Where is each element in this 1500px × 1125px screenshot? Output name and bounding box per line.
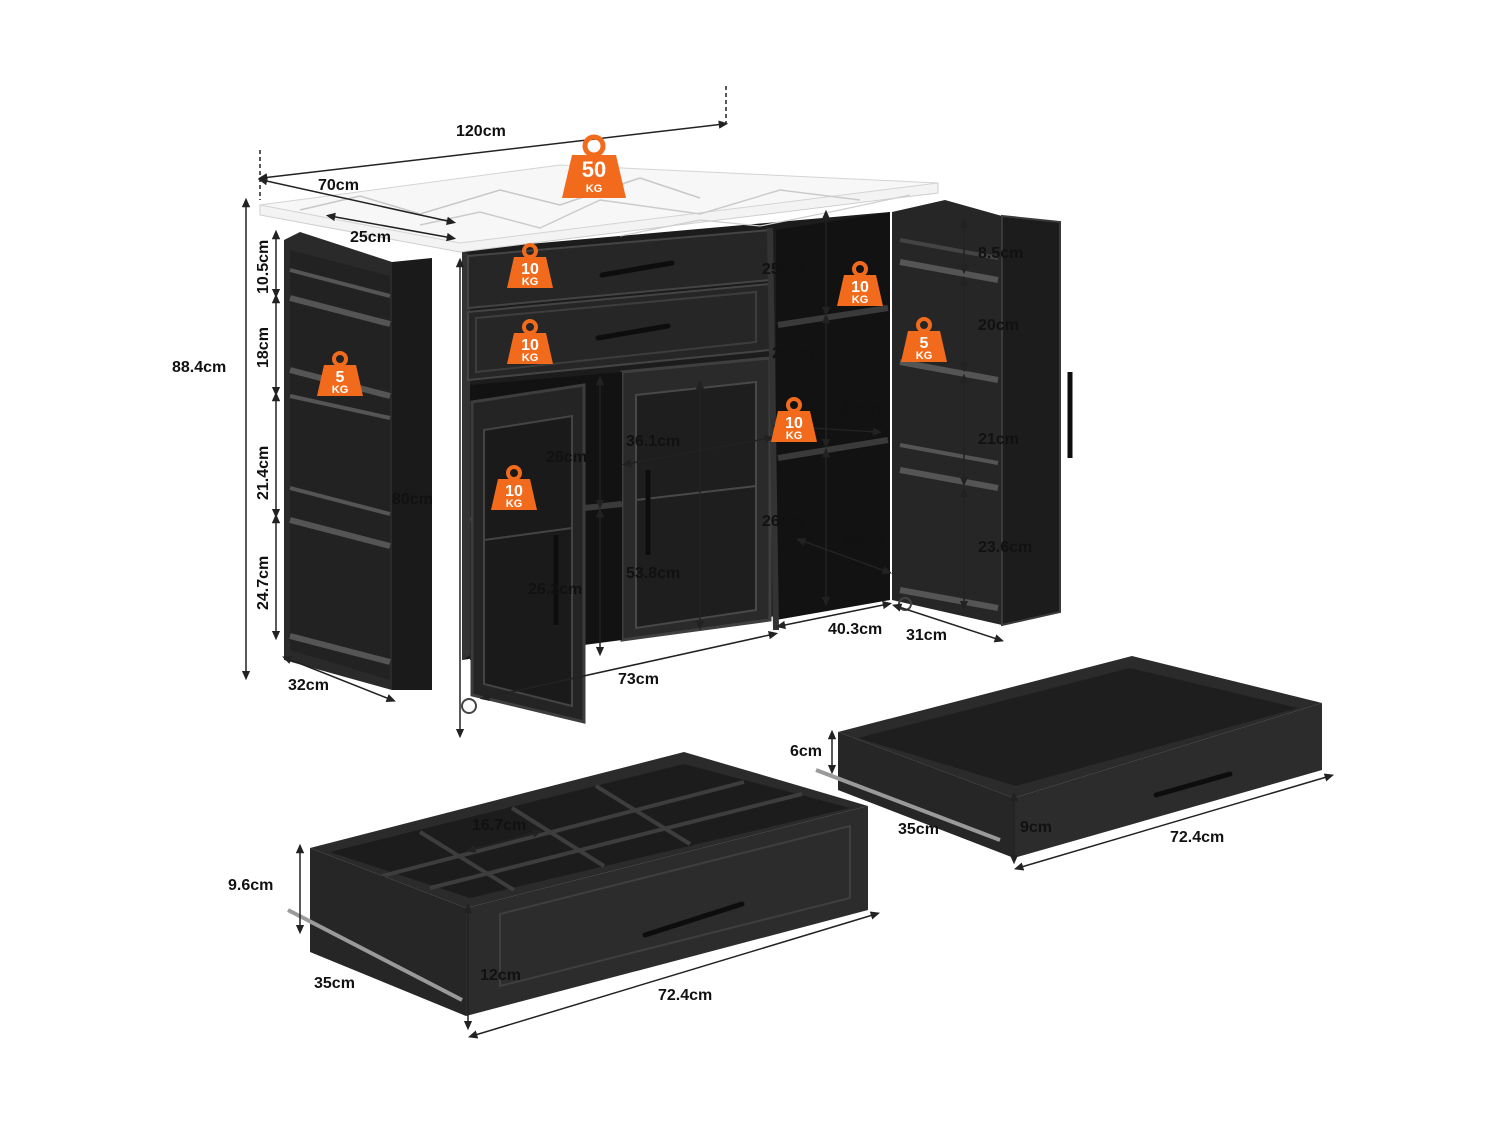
label-divided-drawer-divider: 16.7cm [472,817,526,834]
svg-text:KG: KG [522,276,539,288]
left-side-shelves [284,232,432,690]
label-door-width: 31cm [906,627,947,644]
label-bottom-depth: 35cm [842,533,883,550]
label-shelf-width: 32cm [840,401,881,418]
svg-text:5: 5 [920,335,929,352]
svg-text:KG: KG [852,294,869,306]
badge-right-shelf-10kg: 10 KG [771,397,817,442]
badge-top-50kg: 50 KG [562,134,626,198]
svg-text:KG: KG [332,384,349,396]
label-divided-drawer-depth: 35cm [314,975,355,992]
badge-right-top-10kg: 10 KG [837,261,883,306]
label-right-middle: 26cm [772,345,813,362]
label-right-upper: 25cm [762,261,803,278]
label-left-upper: 26cm [546,449,587,466]
label-left-shelf-4: 24.7cm [255,556,272,610]
drawer-small [815,656,1322,858]
label-small-drawer-depth: 35cm [898,821,939,838]
left-open-door [470,383,586,724]
svg-text:KG: KG [786,430,803,442]
label-small-drawer-front: 9cm [1020,819,1052,836]
label-door-shelf-1: 8.5cm [978,245,1023,262]
label-left-shelf-2: 18cm [255,327,272,368]
caster-wheel [461,698,477,714]
svg-text:KG: KG [916,350,933,362]
badge-drawer2-10kg: 10 KG [507,319,553,364]
svg-text:5: 5 [336,369,345,386]
label-left-lower: 26.2cm [528,581,582,598]
svg-text:10: 10 [851,279,869,296]
label-small-drawer-width: 72.4cm [1170,829,1224,846]
label-small-drawer-height: 6cm [790,743,822,760]
badge-right-door-5kg: 5 KG [901,317,947,362]
svg-text:10: 10 [785,415,803,432]
label-inner-height: 80cm [392,491,433,508]
badge-drawer1-10kg: 10 KG [507,243,553,288]
label-right-lower: 26cm [762,513,803,530]
label-top-width: 120cm [456,123,506,140]
svg-text:KG: KG [522,352,539,364]
svg-text:10: 10 [505,483,523,500]
drawer-divided [287,752,868,1016]
right-open-door [892,200,1073,627]
label-middle-height: 53.8cm [626,565,680,582]
label-left-depth: 32cm [288,677,329,694]
label-bottom-width: 73cm [618,671,659,688]
label-door-shelf-2: 20cm [978,317,1019,334]
badge-left-door-10kg: 10 KG [491,465,537,510]
badge-left-side-5kg: 5 KG [317,351,363,396]
label-divided-drawer-width: 72.4cm [658,987,712,1004]
svg-text:10: 10 [521,261,539,278]
svg-text:50: 50 [582,157,606,182]
svg-text:KG: KG [586,183,603,195]
label-left-shelf-3: 21.4cm [255,446,272,500]
svg-text:KG: KG [506,498,523,510]
label-right-width: 40.3cm [828,621,882,638]
dimension-lines [241,86,1335,1039]
label-overhang: 25cm [350,229,391,246]
label-divided-drawer-front: 12cm [480,967,521,984]
label-total-height: 88.4cm [172,359,226,376]
svg-text:10: 10 [521,337,539,354]
label-top-depth: 70cm [318,177,359,194]
label-divided-drawer-height: 9.6cm [228,877,273,894]
label-door-shelf-3: 21cm [978,431,1019,448]
label-door-shelf-4: 23.6cm [978,539,1032,556]
label-left-shelf-1: 10.5cm [255,240,272,294]
label-middle-width: 36.1cm [626,433,680,450]
dimension-labels: 120cm 70cm 25cm 88.4cm 10.5cm 18cm 21.4c… [172,123,1224,1004]
